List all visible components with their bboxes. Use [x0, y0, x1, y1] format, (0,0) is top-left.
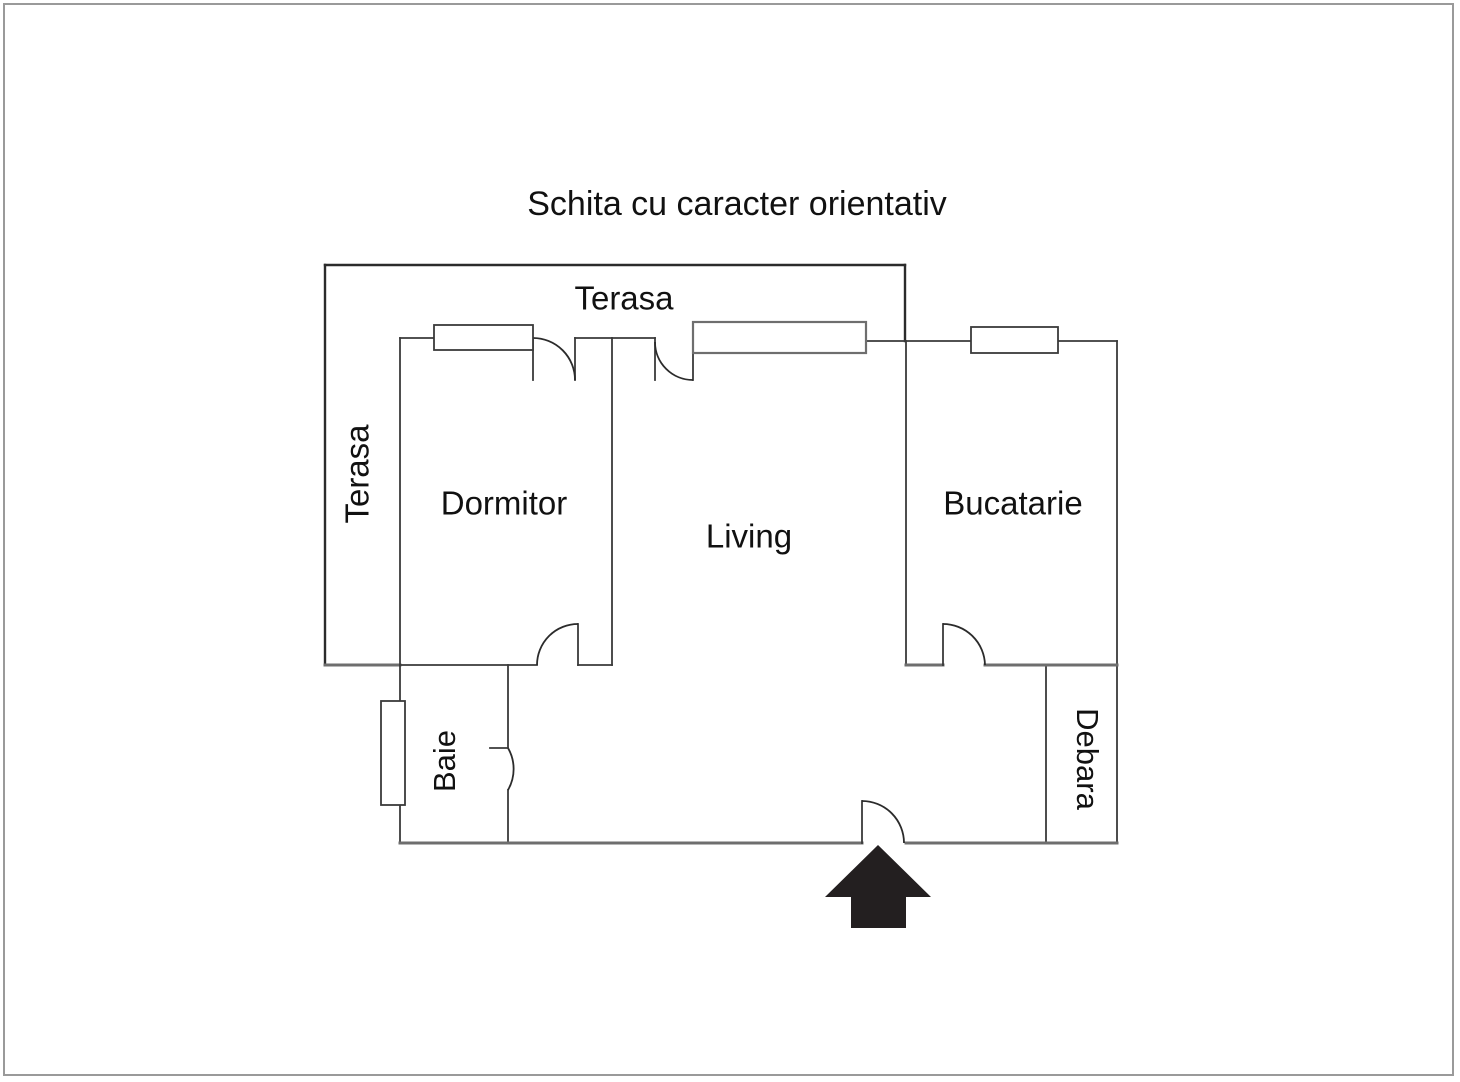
terrace-outline — [323, 263, 907, 667]
room-label-living: Living — [706, 518, 792, 555]
plan-title: Schita cu caracter orientativ — [527, 185, 947, 223]
window-bucatarie-north — [970, 326, 1059, 354]
room-living: Living — [506, 337, 1048, 845]
living-north-door-arc — [654, 341, 694, 381]
entrance-group — [825, 800, 931, 928]
entrance-arrow-icon — [825, 845, 931, 928]
baie-door-arc — [507, 747, 515, 791]
room-baie: Baie — [398, 664, 515, 845]
windows-group — [380, 320, 1059, 806]
room-label-bucatarie: Bucatarie — [943, 485, 1082, 522]
window-dormitor-north — [433, 324, 534, 351]
window-living-north — [691, 320, 868, 355]
room-dormitor: Dormitor — [399, 337, 613, 666]
room-label-dormitor: Dormitor — [441, 485, 568, 522]
entrance-door-arc — [861, 800, 905, 844]
dormitor-south-door-arc — [536, 623, 579, 666]
room-label-terasa-left: Terasa — [339, 424, 376, 524]
terrace-labels: Terasa Terasa — [339, 280, 674, 524]
window-baie-west — [380, 700, 406, 806]
dormitor-north-door-arc — [532, 337, 576, 381]
room-debara: Debara — [1044, 663, 1119, 845]
room-label-terasa-top: Terasa — [574, 280, 674, 317]
bucatarie-south-door-arc — [942, 623, 986, 666]
room-label-debara: Debara — [1070, 708, 1105, 810]
room-label-baie: Baie — [427, 730, 462, 792]
